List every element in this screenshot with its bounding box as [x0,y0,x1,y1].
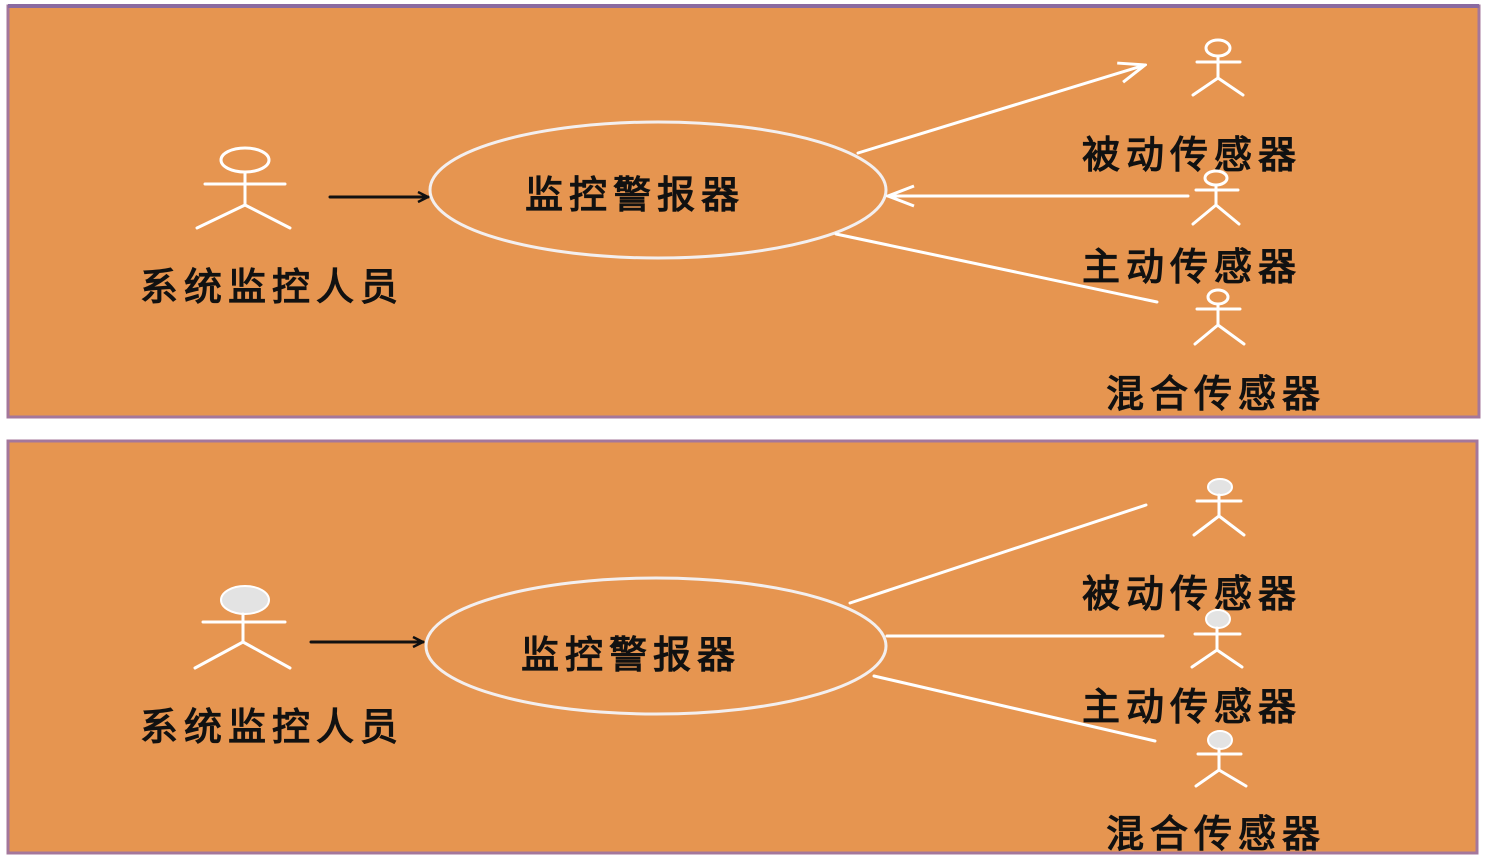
use-case-label: 监控警报器 [525,172,745,217]
use-case-label: 监控警报器 [521,632,741,677]
actor-hybrid-sensor-icon [1194,730,1248,788]
actor-hybrid-sensor-icon [1193,288,1246,346]
panel-background [6,4,1481,419]
actor-hybrid-sensor-label: 混合传感器 [1106,371,1326,416]
actor-active-sensor-label: 主动传感器 [1082,244,1302,289]
actor-passive-sensor-label: 被动传感器 [1082,132,1302,177]
actor-user-icon [195,146,292,230]
actor-active-sensor-icon [1191,169,1241,226]
association-passive [856,65,1145,155]
actor-hybrid-sensor-label: 混合传感器 [1106,811,1326,856]
association-passive [848,503,1148,605]
actor-user-label: 系统监控人员 [140,264,404,309]
panel-background [6,439,1479,855]
actor-passive-sensor-label: 被动传感器 [1082,571,1302,616]
diagram-panel-top: 系统监控人员 监控警报器 被动传感器 主动传感器 [6,4,1481,419]
association-hybrid [872,674,1157,743]
actor-active-sensor-icon [1190,609,1244,669]
actor-active-sensor-label: 主动传感器 [1082,684,1302,729]
actor-user-label: 系统监控人员 [140,704,404,749]
diagram-panel-bottom: 系统监控人员 监控警报器 被动传感器 主动传感器 [6,439,1479,856]
use-case-ellipse [424,576,888,716]
actor-user-icon [193,585,292,670]
association-hybrid [834,232,1159,304]
actor-passive-sensor-icon [1191,38,1245,97]
actor-passive-sensor-icon [1192,478,1246,537]
